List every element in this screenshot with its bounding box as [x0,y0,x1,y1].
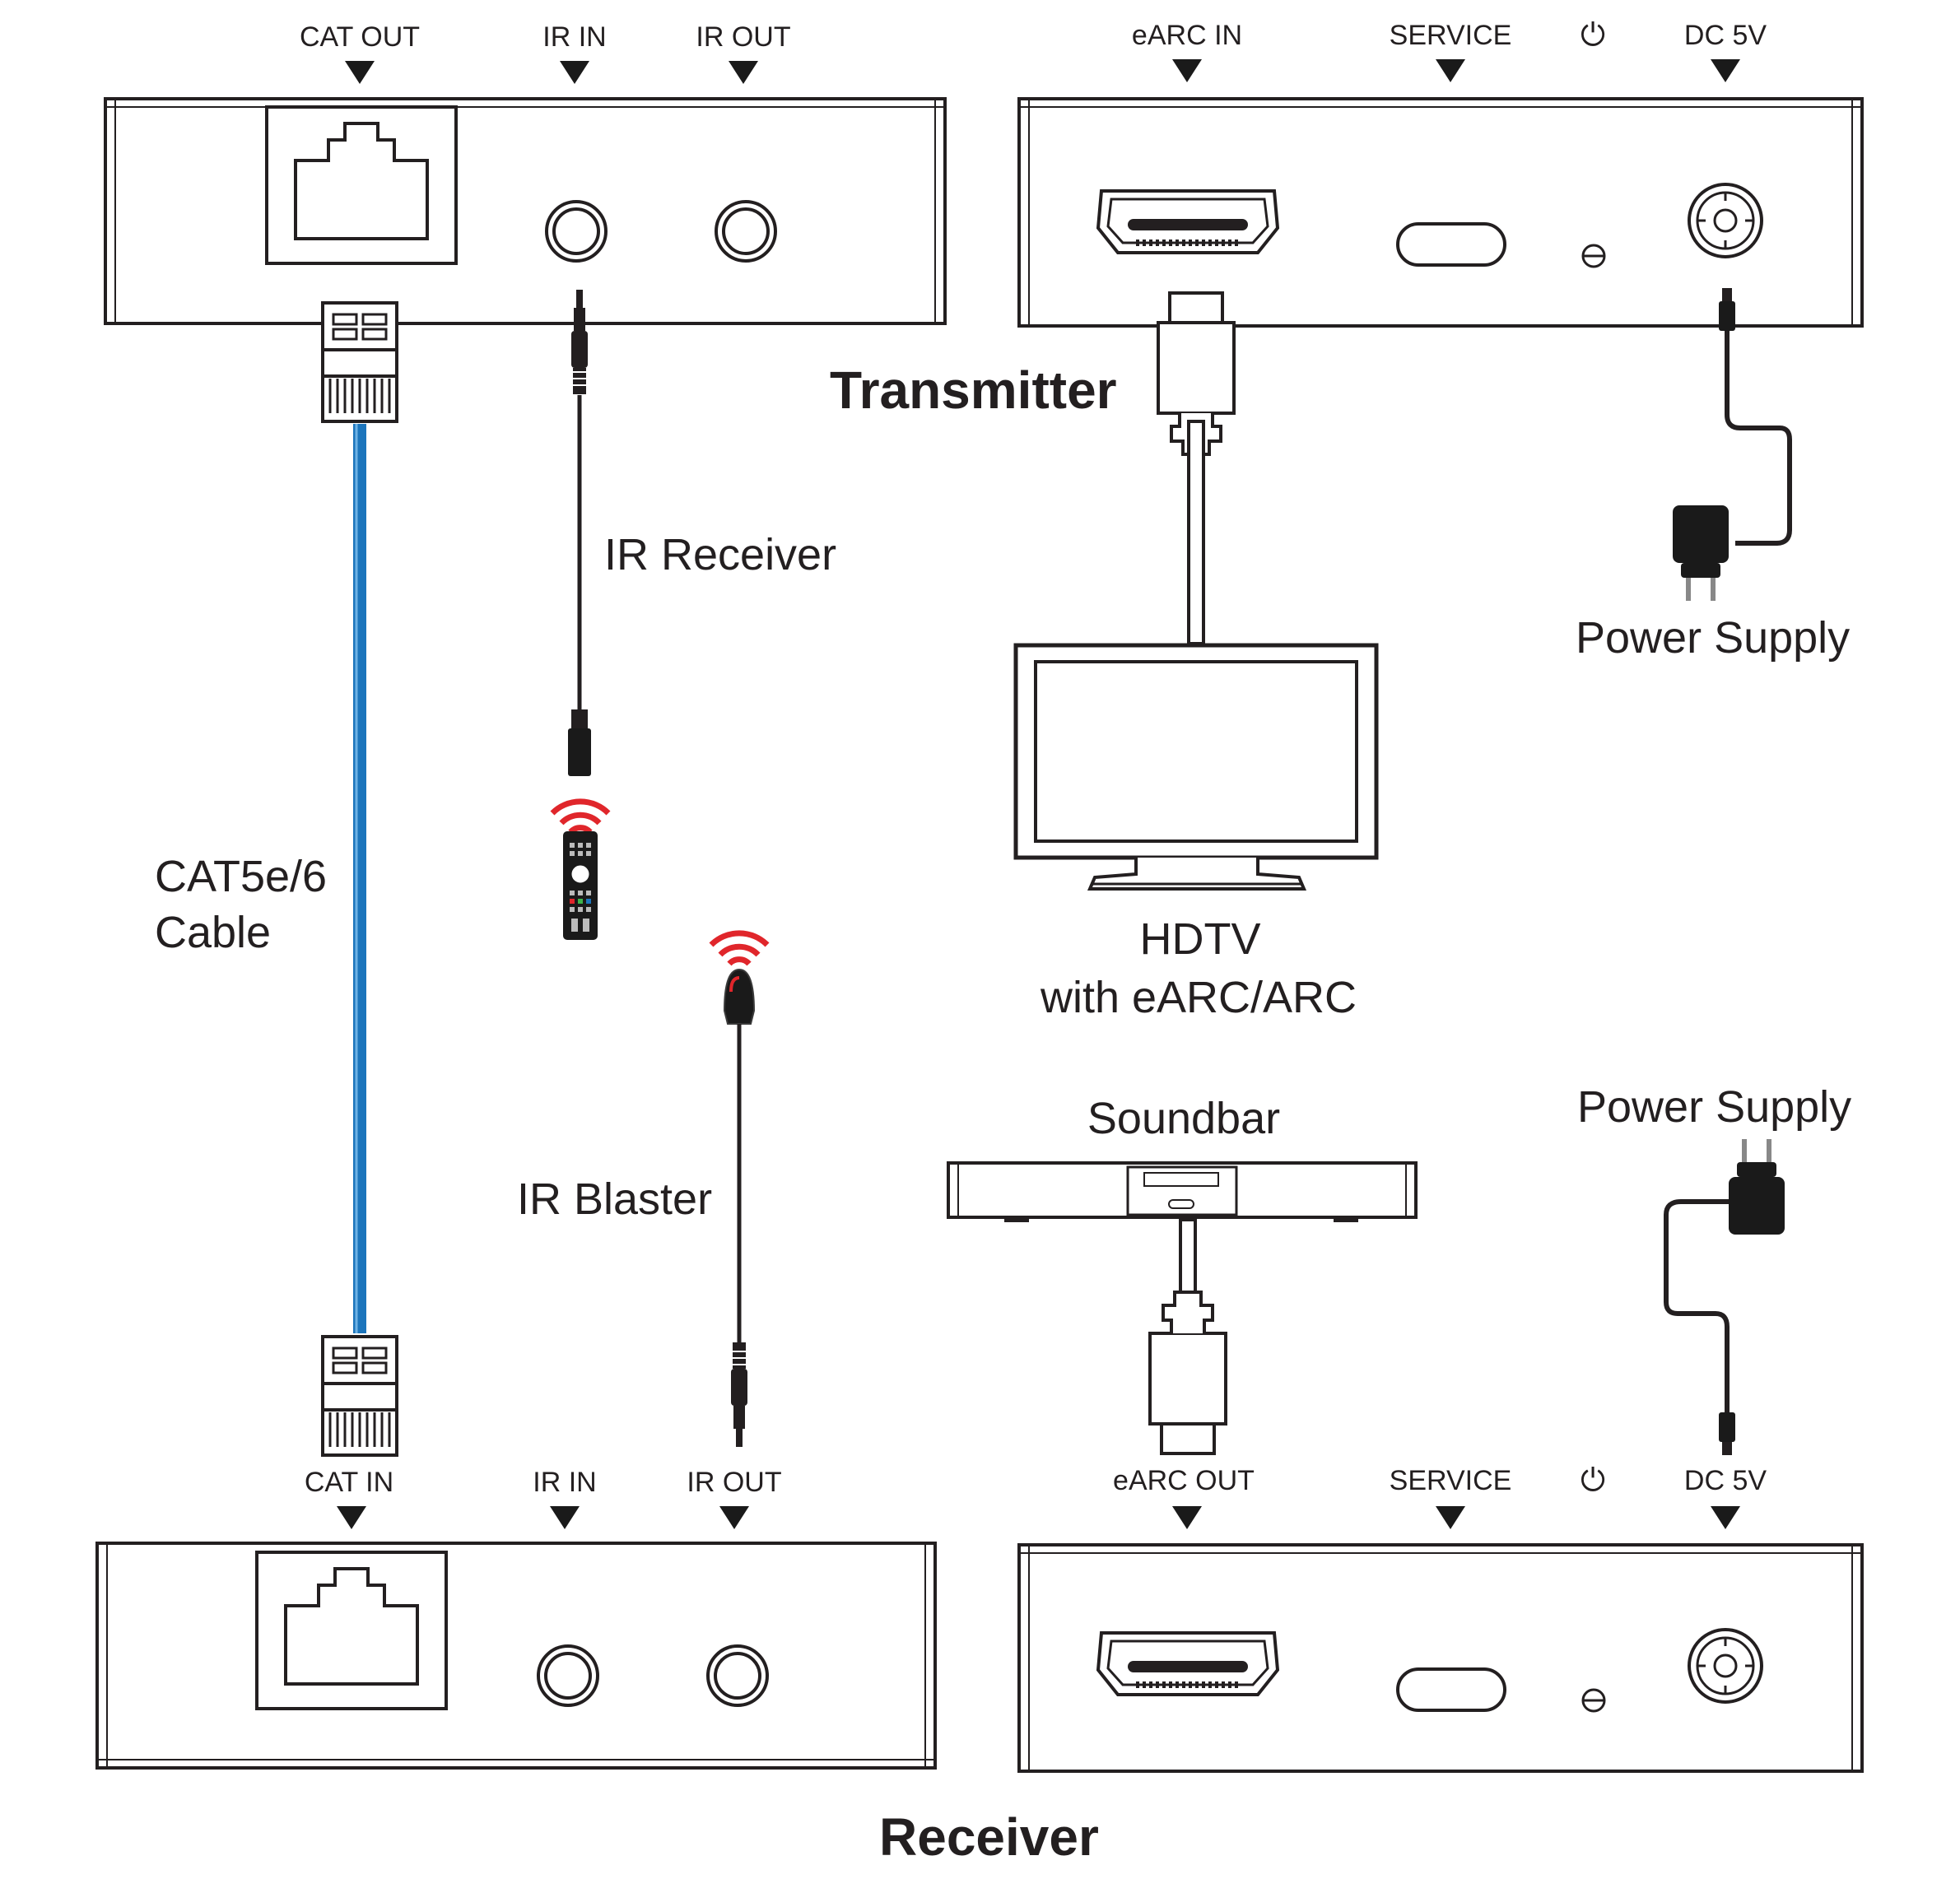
ir-blaster-label: IR Blaster [517,1174,713,1224]
ir-jack-icon [706,1644,769,1707]
caret-down-icon [337,1506,366,1529]
hdmi-cable-soundbar [1148,1218,1227,1455]
port-label-service: SERVICE [1389,1465,1512,1496]
port-label-cat-out: CAT OUT [299,21,421,53]
port-label-dc-5v: DC 5V [1683,1465,1767,1496]
power-adapter-icon [1673,288,1792,601]
hdtv-icon [1013,643,1379,891]
hdmi-port-icon [1098,191,1278,253]
dc-jack-icon [1688,1628,1763,1704]
hdmi-cable-tv [1157,291,1236,645]
caret-down-icon [729,61,758,84]
port-label-earc-out: eARC OUT [1113,1465,1255,1496]
service-port-icon [1396,222,1506,267]
caret-down-icon [1436,1506,1465,1529]
ir-jack-icon [545,200,608,263]
rj45-port-icon [265,105,458,265]
remote-control-icon [563,831,598,940]
caret-down-icon [1711,1506,1740,1529]
port-label-earc-in: eARC IN [1131,20,1243,51]
led-icon [1581,244,1606,268]
rj45-plug-icon [321,1335,398,1457]
cable-label-line1: CAT5e/6 [155,852,328,901]
ir-blaster-cable [723,968,756,1448]
port-label-ir-out: IR OUT [696,21,791,53]
soundbar-label: Soundbar [1087,1094,1281,1143]
power-adapter-icon [1664,1139,1785,1455]
dc-jack-icon [1688,183,1763,258]
caret-down-icon [1711,59,1740,82]
port-label-ir-in: IR IN [533,1467,597,1498]
receiver-title: Receiver [879,1807,1099,1867]
hdtv-label-line2: with eARC/ARC [1040,973,1357,1022]
power-supply-label: Power Supply [1576,613,1851,663]
hdtv-label-line1: HDTV [1139,914,1261,964]
port-label-ir-out: IR OUT [687,1467,782,1498]
led-icon [1581,1688,1606,1713]
rj45-plug-icon [321,301,398,423]
hdmi-port-icon [1098,1633,1278,1695]
caret-down-icon [550,1506,580,1529]
caret-down-icon [1172,1506,1202,1529]
soundbar-icon [947,1161,1418,1222]
ir-receiver-label: IR Receiver [604,530,837,579]
caret-down-icon [345,61,375,84]
ir-jack-icon [715,200,777,263]
caret-down-icon [1436,59,1465,82]
cable-label-line2: Cable [155,908,272,957]
ir-waves-icon [711,933,767,964]
transmitter-ir-cat-panel [104,97,947,325]
port-label-dc-5v: DC 5V [1683,20,1767,51]
power-icon: ⏻ [1580,1463,1606,1498]
caret-down-icon [1172,59,1202,82]
ir-waves-icon [552,802,608,832]
ir-jack-icon [537,1644,599,1707]
caret-down-icon [719,1506,749,1529]
receiver-ir-cat-panel [95,1542,937,1770]
power-supply-label: Power Supply [1577,1082,1852,1132]
ir-receiver-cable [568,289,591,776]
port-label-cat-in: CAT IN [304,1467,394,1498]
receiver-earc-panel [1017,1543,1864,1773]
cat-cable [321,301,398,1457]
power-icon: ⏻ [1580,18,1606,53]
caret-down-icon [560,61,589,84]
transmitter-title: Transmitter [830,360,1117,420]
transmitter-earc-panel [1017,97,1864,328]
service-port-icon [1396,1667,1506,1712]
port-label-service: SERVICE [1389,20,1512,51]
rj45-port-icon [255,1551,448,1710]
port-label-ir-in: IR IN [542,21,607,53]
